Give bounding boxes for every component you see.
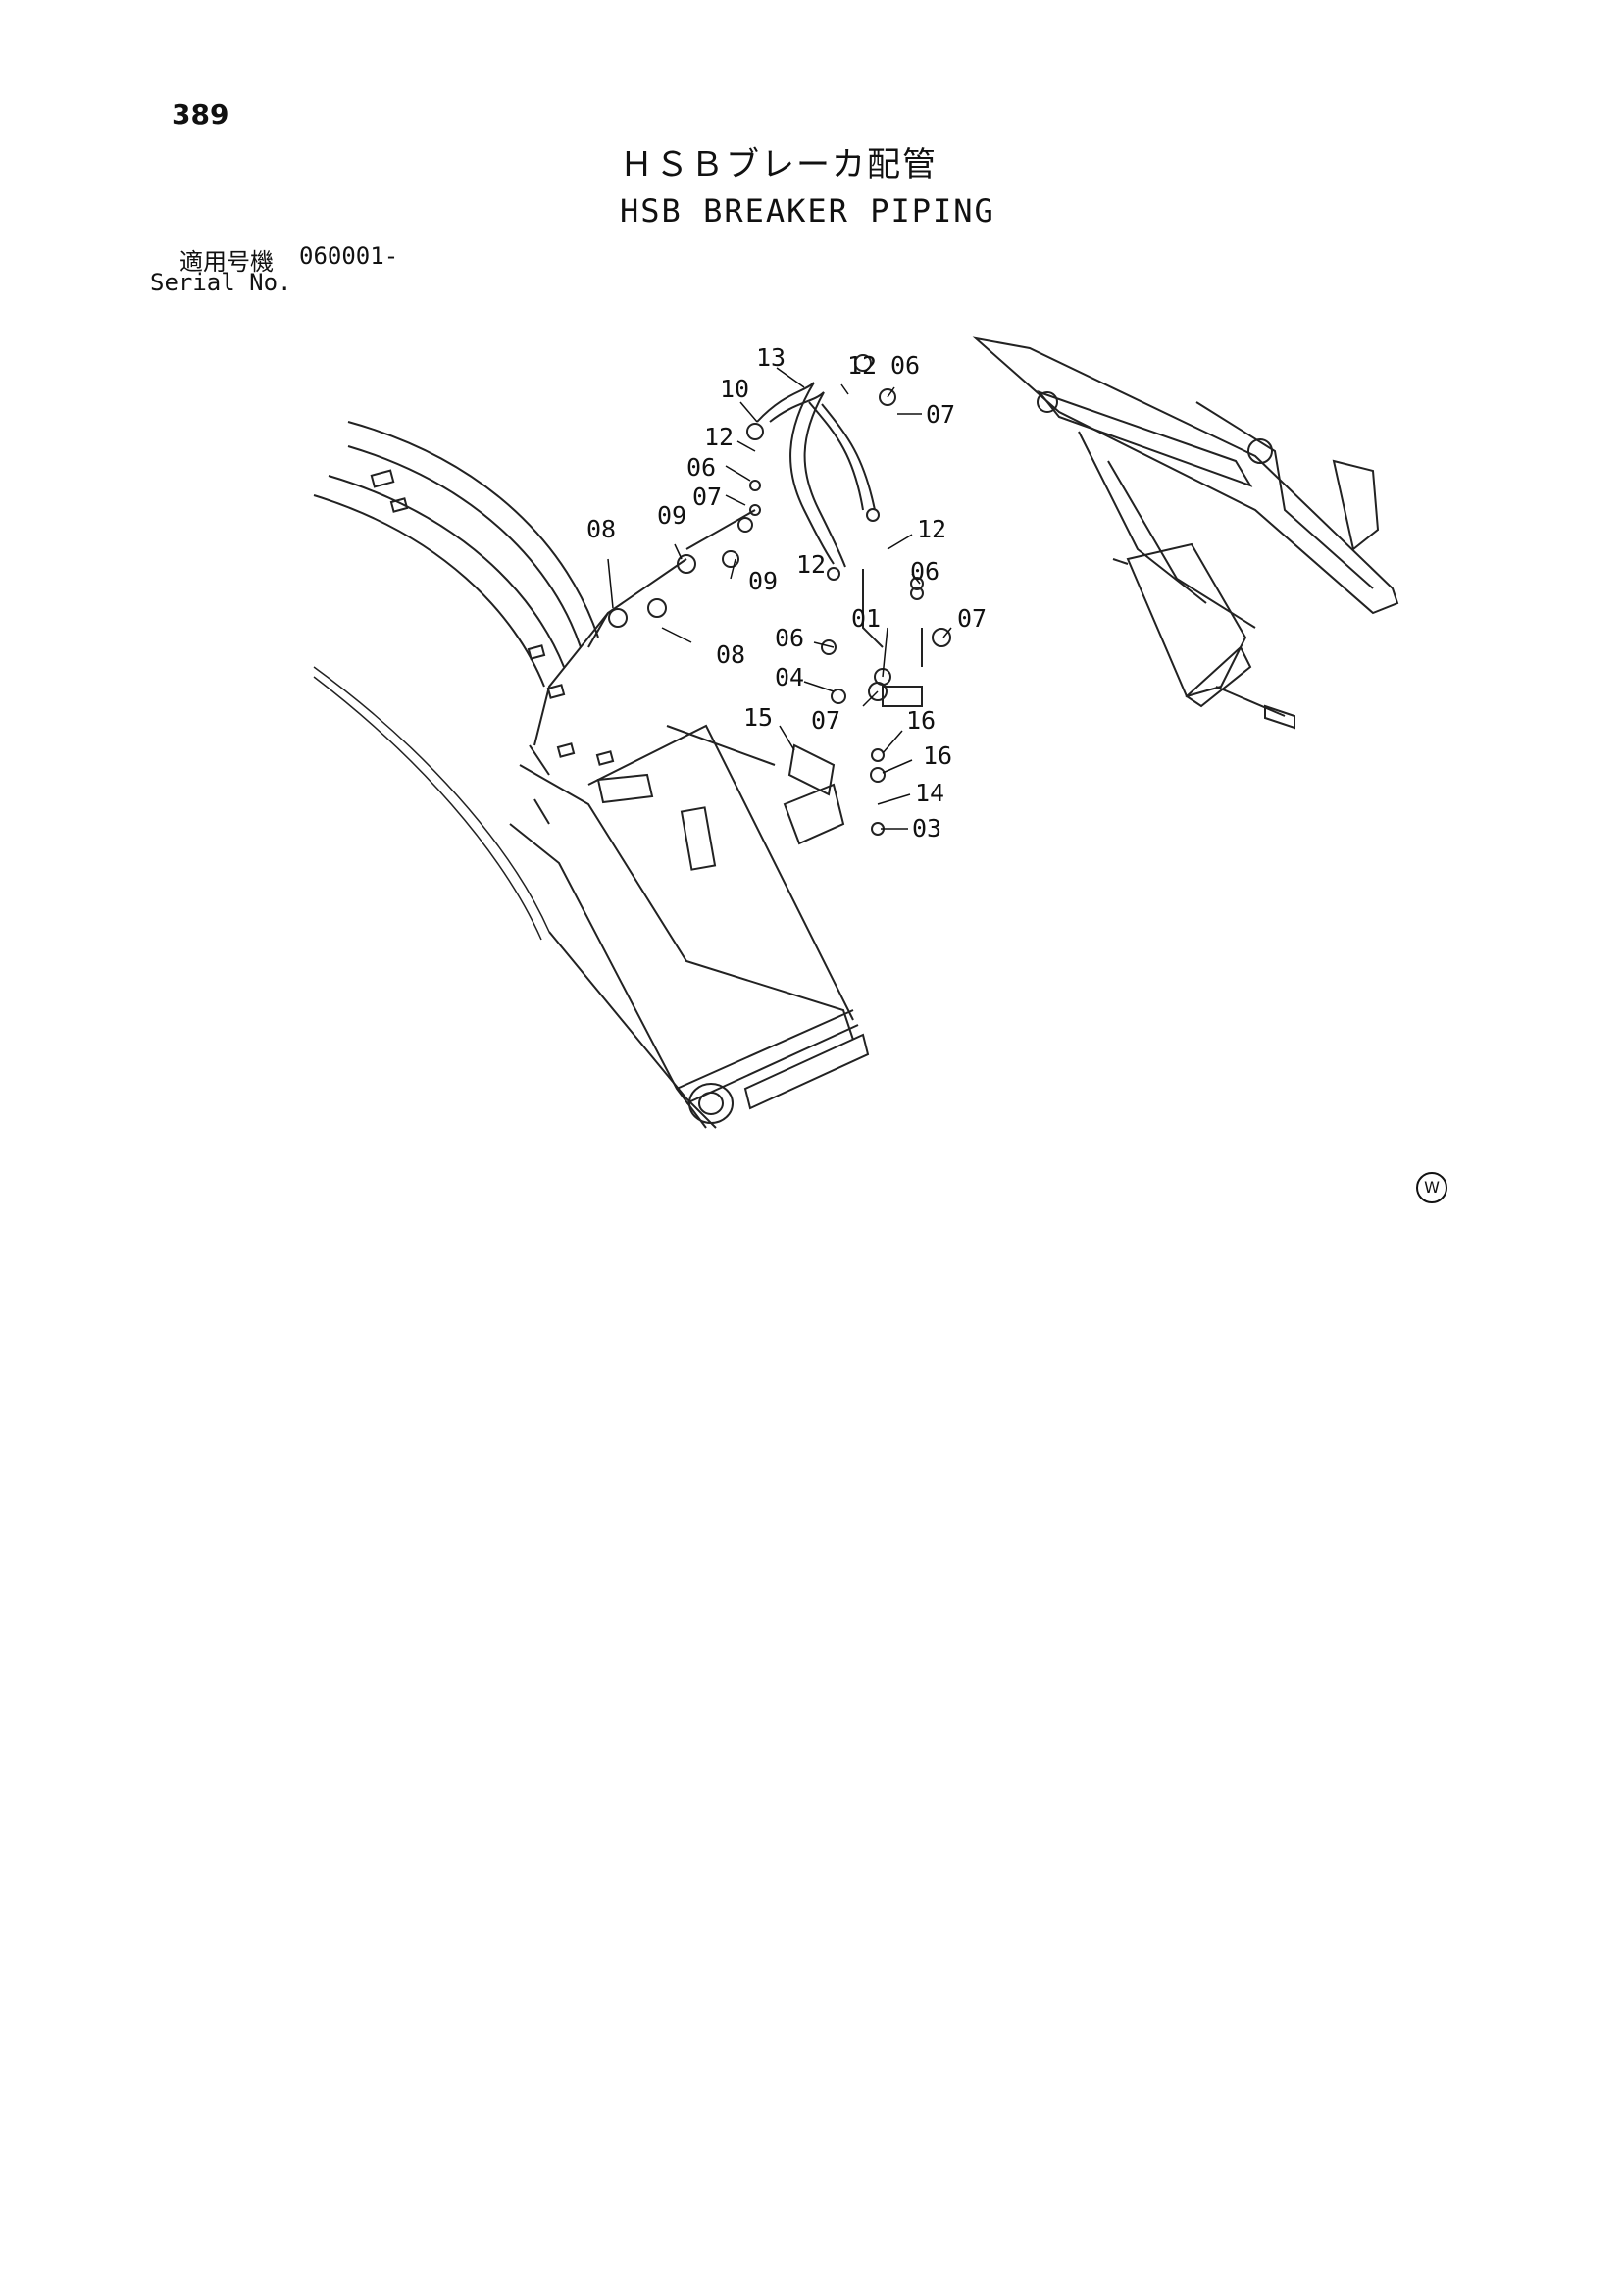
callout-12: 12 xyxy=(796,550,826,579)
serial-label-japanese: 適用号機 xyxy=(179,248,274,276)
callout-14: 14 xyxy=(915,779,944,807)
boom-breaker-overview xyxy=(972,336,1399,730)
serial-label-english: Serial No. xyxy=(150,269,292,296)
callout-07: 07 xyxy=(957,604,987,633)
page-title-english: HSB BREAKER PIPING xyxy=(620,192,995,230)
callout-08: 08 xyxy=(716,640,745,669)
circled-w-mark: W xyxy=(1416,1172,1447,1203)
callout-12: 12 xyxy=(704,423,734,451)
callout-16: 16 xyxy=(906,706,936,735)
callout-01: 01 xyxy=(851,604,881,633)
callout-06: 06 xyxy=(686,453,716,482)
callout-09: 09 xyxy=(748,567,778,595)
hydraulic-hoses xyxy=(533,354,951,845)
page-title-japanese: ＨＳＢブレーカ配管 xyxy=(620,145,938,184)
callout-04: 04 xyxy=(775,663,804,691)
callout-06: 06 xyxy=(910,557,939,586)
callout-12: 12 xyxy=(917,515,946,543)
callout-07: 07 xyxy=(811,706,840,735)
callout-07: 07 xyxy=(692,483,722,511)
page-number: 389 xyxy=(172,98,229,130)
callout-13: 13 xyxy=(756,343,786,372)
callout-06: 06 xyxy=(775,624,804,652)
callout-10: 10 xyxy=(720,375,749,403)
callout-12: 12 xyxy=(847,351,877,380)
arm-structure xyxy=(313,421,870,1129)
serial-number-value: 060001- xyxy=(299,242,399,270)
callout-16: 16 xyxy=(923,741,952,770)
callout-03: 03 xyxy=(912,814,941,842)
callout-06: 06 xyxy=(890,351,920,380)
callout-labels: 13 12 06 10 07 12 06 07 08 09 12 09 12 0… xyxy=(586,343,987,842)
callout-08: 08 xyxy=(586,515,616,543)
callout-09: 09 xyxy=(657,501,686,530)
callout-15: 15 xyxy=(743,703,773,732)
callout-leader-lines xyxy=(607,367,952,830)
callout-07: 07 xyxy=(926,400,955,429)
